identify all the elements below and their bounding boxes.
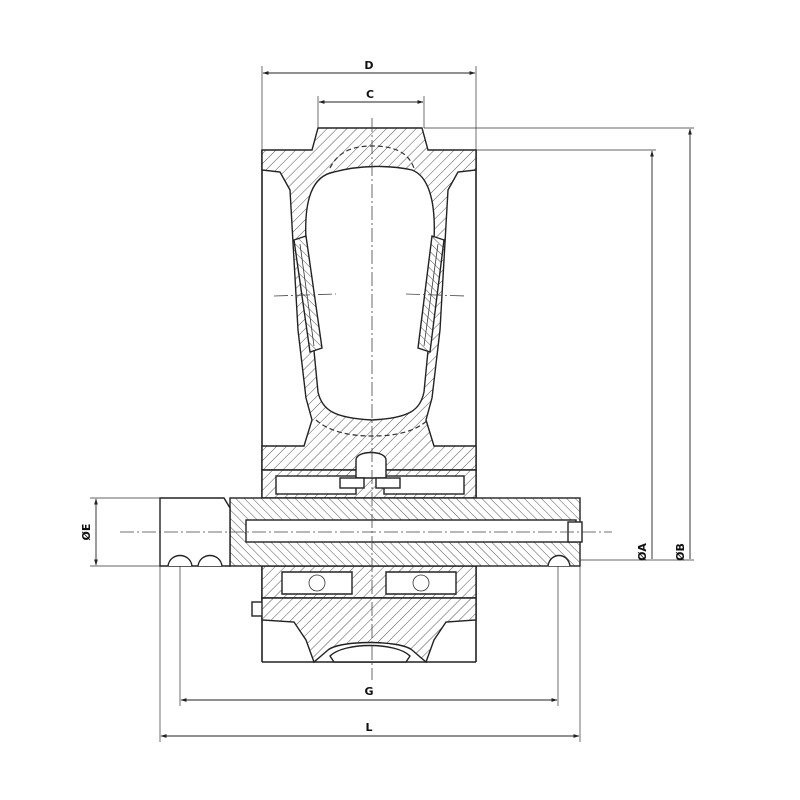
dimension-a-b: ØA ØB: [424, 127, 694, 561]
dimension-e: ØE: [80, 497, 160, 567]
label-d: D: [364, 59, 373, 72]
dimension-d: D: [261, 59, 477, 150]
dimension-c: C: [317, 88, 425, 128]
label-a: ØA: [636, 543, 649, 561]
label-l: L: [365, 721, 372, 734]
dimension-l: L: [159, 566, 581, 742]
label-b: ØB: [674, 543, 687, 561]
center-lines: [120, 118, 612, 680]
label-c: C: [366, 88, 374, 101]
upper-housing-section: [261, 127, 477, 471]
dimension-g: G: [179, 566, 559, 706]
label-e: ØE: [80, 524, 93, 541]
label-g: G: [364, 685, 373, 698]
lower-housing-foot: [261, 597, 477, 664]
side-bolt-slots: [293, 235, 445, 353]
